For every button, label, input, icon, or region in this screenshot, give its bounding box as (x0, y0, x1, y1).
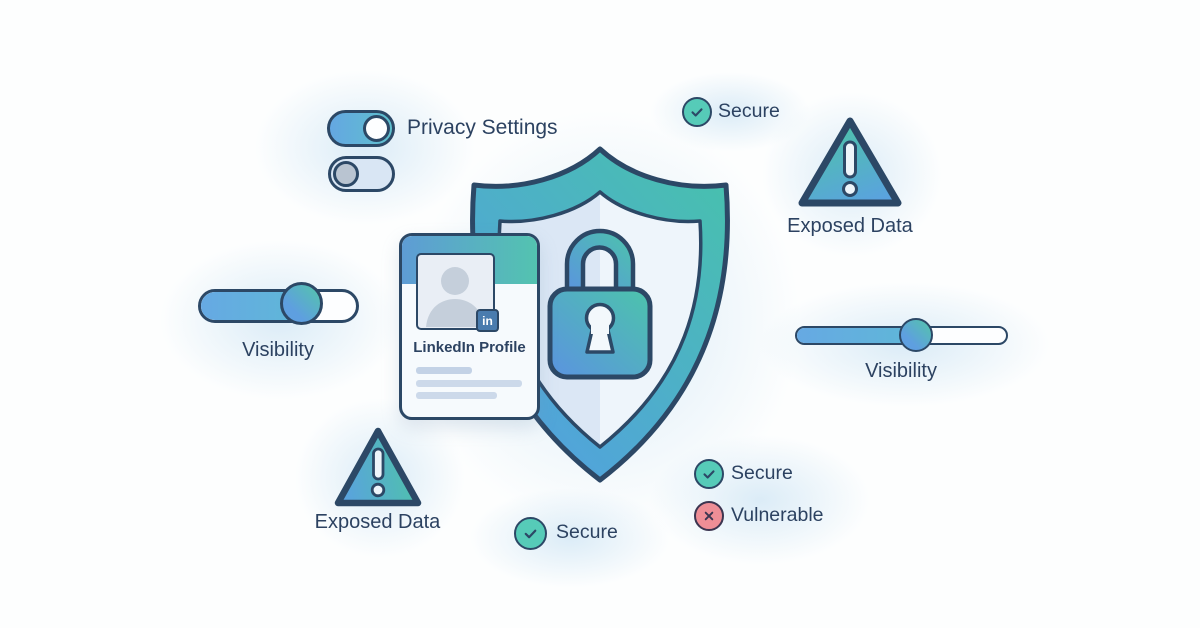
check-icon (524, 529, 537, 539)
avatar (416, 253, 495, 330)
slider-knob-right[interactable] (899, 318, 933, 352)
privacy-toggle-off[interactable] (328, 156, 395, 192)
check-icon (691, 108, 703, 117)
check-icon (703, 470, 715, 479)
exposed-data-label-bottom: Exposed Data (314, 511, 441, 533)
visibility-slider-left[interactable] (198, 289, 359, 323)
secure-badge-top (682, 97, 712, 127)
exposed-data-label-top: Exposed Data (787, 215, 913, 237)
vulnerable-badge (694, 501, 724, 531)
secure-label-bottom-right: Secure (731, 462, 793, 484)
secure-badge-bottom-right (694, 459, 724, 489)
slider-knob-left[interactable] (280, 282, 323, 325)
vulnerable-label: Vulnerable (731, 504, 824, 526)
secure-label-bottom-center: Secure (556, 521, 618, 543)
x-icon (704, 511, 714, 521)
glow (255, 70, 475, 225)
placeholder-line (416, 367, 472, 374)
person-icon (426, 267, 484, 327)
linkedin-logo: in (476, 309, 499, 332)
toggle-knob[interactable] (363, 115, 390, 142)
secure-badge-bottom-center (514, 517, 547, 550)
placeholder-line (416, 380, 522, 387)
warning-triangle-icon (798, 117, 902, 207)
linkedin-profile-card[interactable]: in LinkedIn Profile (399, 233, 540, 420)
lock-icon (547, 228, 653, 380)
card-title: LinkedIn Profile (413, 339, 526, 356)
privacy-toggle-on[interactable] (327, 110, 395, 147)
visibility-label-left: Visibility (242, 339, 314, 361)
visibility-label-right: Visibility (865, 360, 937, 382)
toggle-knob[interactable] (333, 161, 359, 187)
secure-label-top: Secure (718, 100, 780, 122)
warning-triangle-icon (334, 427, 422, 507)
privacy-settings-label: Privacy Settings (407, 116, 558, 139)
placeholder-line (416, 392, 497, 399)
slider-fill (797, 328, 915, 343)
